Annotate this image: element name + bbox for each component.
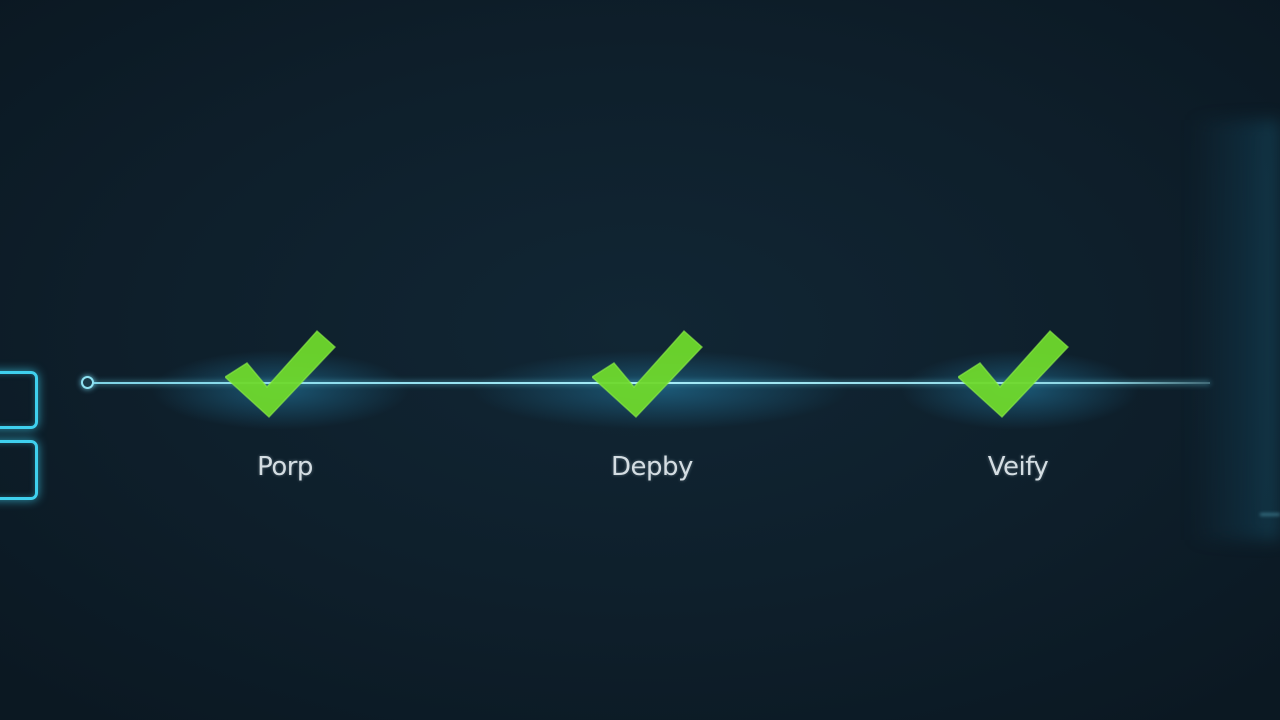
right-edge-tick (1260, 513, 1280, 516)
step-label: Depby (611, 452, 693, 482)
timeline-step-1[interactable]: Porp (185, 325, 385, 495)
timeline-start-node (81, 376, 94, 389)
timeline-step-3[interactable]: Veify (918, 325, 1118, 495)
checkmark-icon (225, 329, 337, 419)
side-panel-box-bottom (0, 440, 38, 500)
step-label: Veify (987, 452, 1049, 482)
timeline-step-2[interactable]: Depby (552, 325, 752, 495)
step-label: Porp (257, 452, 313, 482)
side-panel-box-top (0, 371, 38, 429)
checkmark-icon (958, 329, 1070, 419)
right-edge-glow (1190, 120, 1280, 540)
checkmark-icon (592, 329, 704, 419)
